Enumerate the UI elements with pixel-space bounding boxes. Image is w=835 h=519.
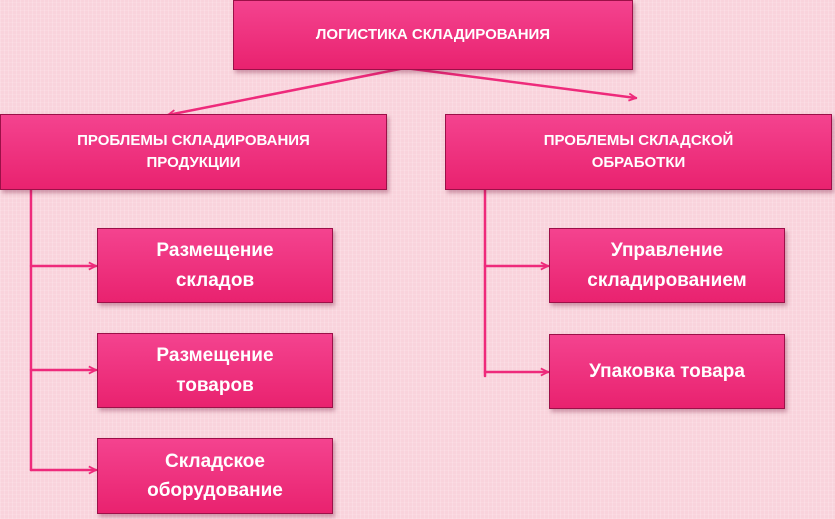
leaf-node-goods-placement: Размещение товаров: [97, 333, 333, 408]
leaf-node-label: Размещение товаров: [156, 345, 274, 396]
category-node-processing-problems: ПРОБЛЕМЫ СКЛАДСКОЙ ОБРАБОТКИ: [445, 114, 832, 190]
category-node-label: ПРОБЛЕМЫ СКЛАДИРОВАНИЯ ПРОДУКЦИИ: [77, 132, 310, 171]
leaf-node-label: Упаковка товара: [589, 360, 745, 382]
leaf-node-warehouse-equipment: Складское оборудование: [97, 438, 333, 514]
leaf-node-label: Размещение складов: [156, 240, 274, 291]
leaf-node-goods-packaging: Упаковка товара: [549, 334, 785, 409]
leaf-node-label: Управление складированием: [587, 240, 747, 291]
leaf-node-warehouse-placement: Размещение складов: [97, 228, 333, 303]
category-node-label: ПРОБЛЕМЫ СКЛАДСКОЙ ОБРАБОТКИ: [543, 132, 734, 171]
leaf-node-label: Складское оборудование: [147, 450, 283, 501]
category-node-storage-problems: ПРОБЛЕМЫ СКЛАДИРОВАНИЯ ПРОДУКЦИИ: [0, 114, 387, 190]
arrow-root-to-right-category: [403, 66, 636, 98]
root-node-label: ЛОГИСТИКА СКЛАДИРОВАНИЯ: [315, 26, 551, 44]
arrow-root-to-left-category: [168, 66, 407, 115]
leaf-node-storage-management: Управление складированием: [549, 228, 785, 303]
root-node: ЛОГИСТИКА СКЛАДИРОВАНИЯ: [233, 0, 633, 70]
